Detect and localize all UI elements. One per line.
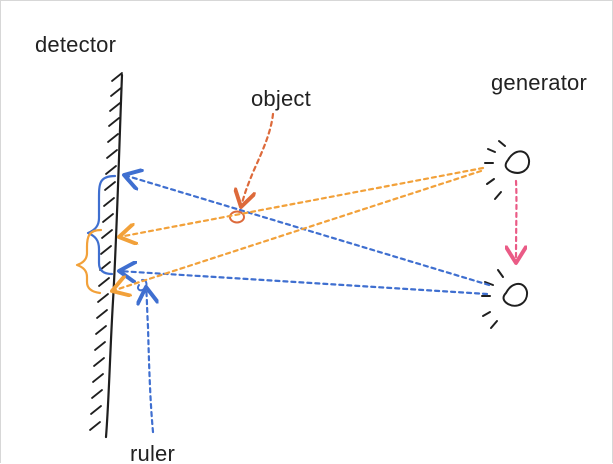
generator-label: generator xyxy=(491,70,587,95)
object-label: object xyxy=(251,86,311,111)
orange-ray-upper xyxy=(119,168,483,237)
blue-ray-lower xyxy=(119,271,487,294)
generator-icon-bottom xyxy=(482,270,527,328)
ruler-callout-arrow xyxy=(146,287,153,432)
object-callout-arrow xyxy=(241,114,273,207)
generator-icon-top xyxy=(485,141,529,199)
blue-range-bracket xyxy=(88,176,115,274)
detector-wall-icon xyxy=(90,73,122,437)
detector-label: detector xyxy=(35,32,116,57)
blue-ray-upper xyxy=(124,175,489,285)
object-marker xyxy=(230,212,244,223)
ruler-label: ruler xyxy=(130,441,175,464)
